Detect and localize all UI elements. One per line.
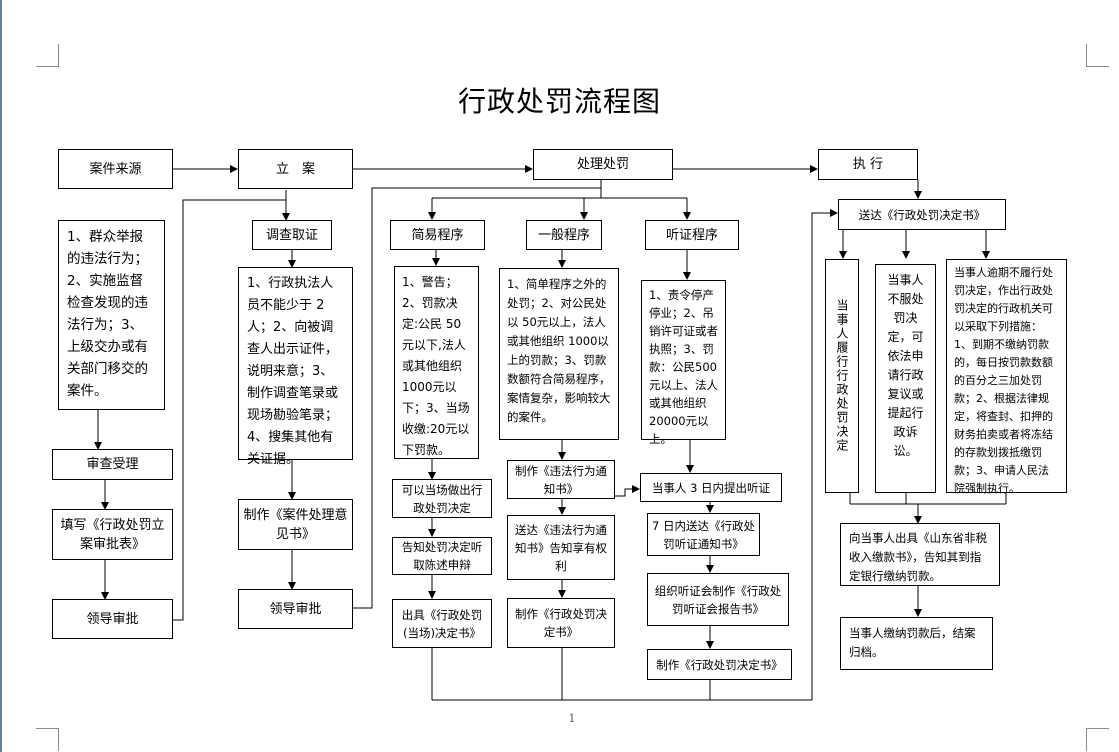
margin-mark-top-left — [36, 44, 59, 67]
handling-header: 处理处罚 — [533, 149, 673, 180]
hearing-procedure-label: 听证程序 — [645, 220, 739, 250]
simple-procedure-detail: 1、警告；2、罚款决定:公民 50 元以下,法人或其他组织 1000元以下；3、… — [394, 266, 479, 459]
case-source-list: 1、群众举报的违法行为；2、实施监督检查发现的违法行为；3、上级交办或有关部门移… — [58, 220, 165, 410]
simple-procedure-label: 简易程序 — [390, 220, 485, 250]
margin-mark-top-right — [1086, 44, 1109, 67]
filing-header: 立 案 — [238, 149, 353, 189]
hearing-step-report: 组织听证会制作《行政处罚听证会报告书》 — [647, 573, 789, 626]
general-step-notice: 制作《违法行为通知书》 — [507, 460, 615, 499]
page-title: 行政处罚流程图 — [457, 85, 661, 118]
margin-mark-bottom-left — [36, 728, 59, 751]
hearing-step-request: 当事人 3 日内提出听证 — [640, 473, 782, 502]
overdue-measures-box: 当事人逾期不履行处罚决定，作出行政处罚决定的行政机关可以采取下列措施：1、到期不… — [946, 259, 1067, 495]
general-procedure-detail: 1、简单程序之外的处罚；2、对公民处以 50元以上，法人或其他组织 1000以上… — [499, 268, 619, 440]
page-number: 1 — [568, 712, 576, 725]
fill-approval-form-step: 填写《行政处罚立案审批表》 — [52, 509, 173, 560]
general-step-decision: 制作《行政处罚决定书》 — [507, 598, 615, 648]
investigation-detail: 1、行政执法人员不能少于 2人；2、向被调查人出示证件，说明来意；3、制作调查笔… — [238, 267, 353, 467]
simple-step-issue-decision: 出具《行政处罚(当场)决定书》 — [392, 599, 492, 648]
case-closed-step: 当事人缴纳罚款后，结案归档。 — [840, 617, 993, 670]
margin-mark-bottom-right — [1086, 728, 1109, 751]
review-accept-step: 审查受理 — [52, 449, 173, 480]
leader-approval-step-1: 领导审批 — [52, 599, 173, 639]
simple-step-notify-hear: 告知处罚决定听取陈述申辩 — [392, 537, 492, 575]
deliver-decision-step: 送达《行政处罚决定书》 — [838, 199, 1006, 230]
investigation-step: 调查取证 — [252, 220, 332, 250]
case-source-header: 案件来源 — [58, 149, 173, 189]
hearing-step-decision: 制作《行政处罚决定书》 — [647, 649, 792, 680]
comply-decision-box: 当事人履行行政处罚决定 — [825, 259, 859, 493]
leader-approval-step-2: 领导审批 — [238, 589, 353, 629]
general-procedure-label: 一般程序 — [526, 220, 602, 250]
dispute-remedy-box: 当事人不服处罚决定，可依法申请行政复议或提起行政诉讼。 — [875, 264, 936, 493]
hearing-step-notice: 7 日内送达《行政处罚听证通知书》 — [647, 513, 760, 556]
hearing-procedure-detail: 1、责令停产停业；2、吊销许可证或者执照；3、罚款：公民500元以上、法人或其他… — [641, 280, 726, 446]
simple-step-on-site-decision: 可以当场做出行政处罚决定 — [392, 479, 492, 518]
page-edge — [0, 0, 2, 752]
payment-notice-step: 向当事人出具《山东省非税收入缴款书》，告知其到指定银行缴纳罚款。 — [840, 523, 1000, 586]
execution-header: 执 行 — [818, 149, 918, 180]
general-step-deliver-notice: 送达《违法行为通知书》告知享有权利 — [507, 515, 615, 580]
case-opinion-step: 制作《案件处理意见书》 — [238, 499, 353, 550]
